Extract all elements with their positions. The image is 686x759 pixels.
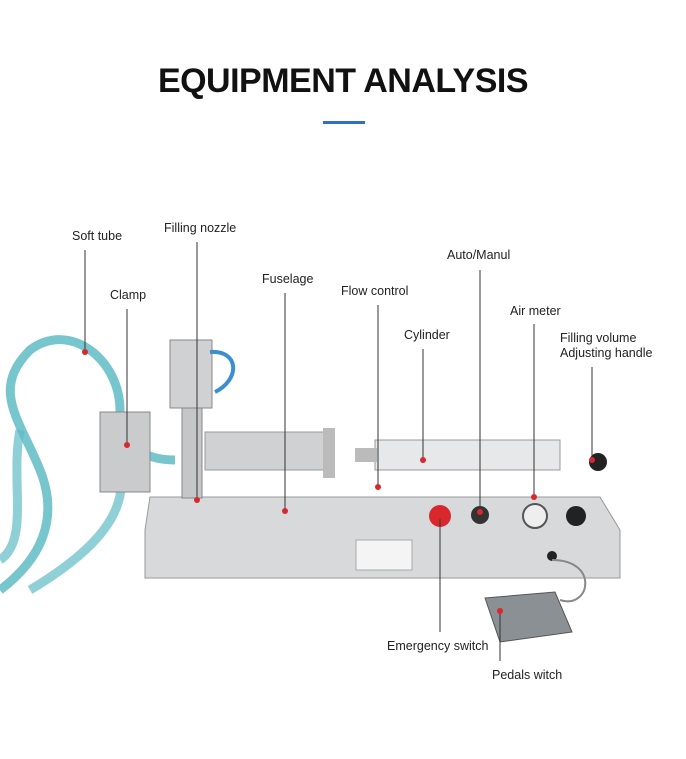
label-clamp: Clamp — [110, 288, 147, 302]
title-accent-bar — [323, 121, 365, 124]
label-flow-control: Flow control — [341, 284, 409, 298]
label-emergency-switch: Emergency switch — [387, 639, 489, 653]
air-regulator — [566, 506, 586, 526]
page-title: EQUIPMENT ANALYSIS — [157, 62, 529, 100]
cylinder — [374, 439, 561, 471]
clamp — [99, 411, 151, 493]
label-soft-tube: Soft tube — [72, 229, 123, 243]
label-filling-volume: Filling volume — [560, 331, 637, 345]
label-filling-nozzle: Filling nozzle — [164, 221, 237, 235]
leader-lines — [84, 242, 593, 661]
foot-pedal — [484, 591, 573, 643]
marker-dots — [82, 349, 595, 614]
label-fuselage: Fuselage — [262, 272, 314, 286]
label-cylinder: Cylinder — [404, 328, 450, 342]
nameplate — [355, 539, 413, 571]
label-pedal-switch: Pedals witch — [492, 668, 563, 682]
fuselage-base — [144, 496, 621, 579]
label-adjusting-handle: Adjusting handle — [560, 346, 653, 360]
air-gauge — [522, 503, 548, 529]
label-auto-manual: Auto/Manul — [447, 248, 511, 262]
label-air-meter: Air meter — [510, 304, 561, 318]
filling-nozzle-head — [169, 339, 213, 409]
fuselage-tank — [204, 431, 326, 471]
pedal-socket — [547, 551, 557, 561]
